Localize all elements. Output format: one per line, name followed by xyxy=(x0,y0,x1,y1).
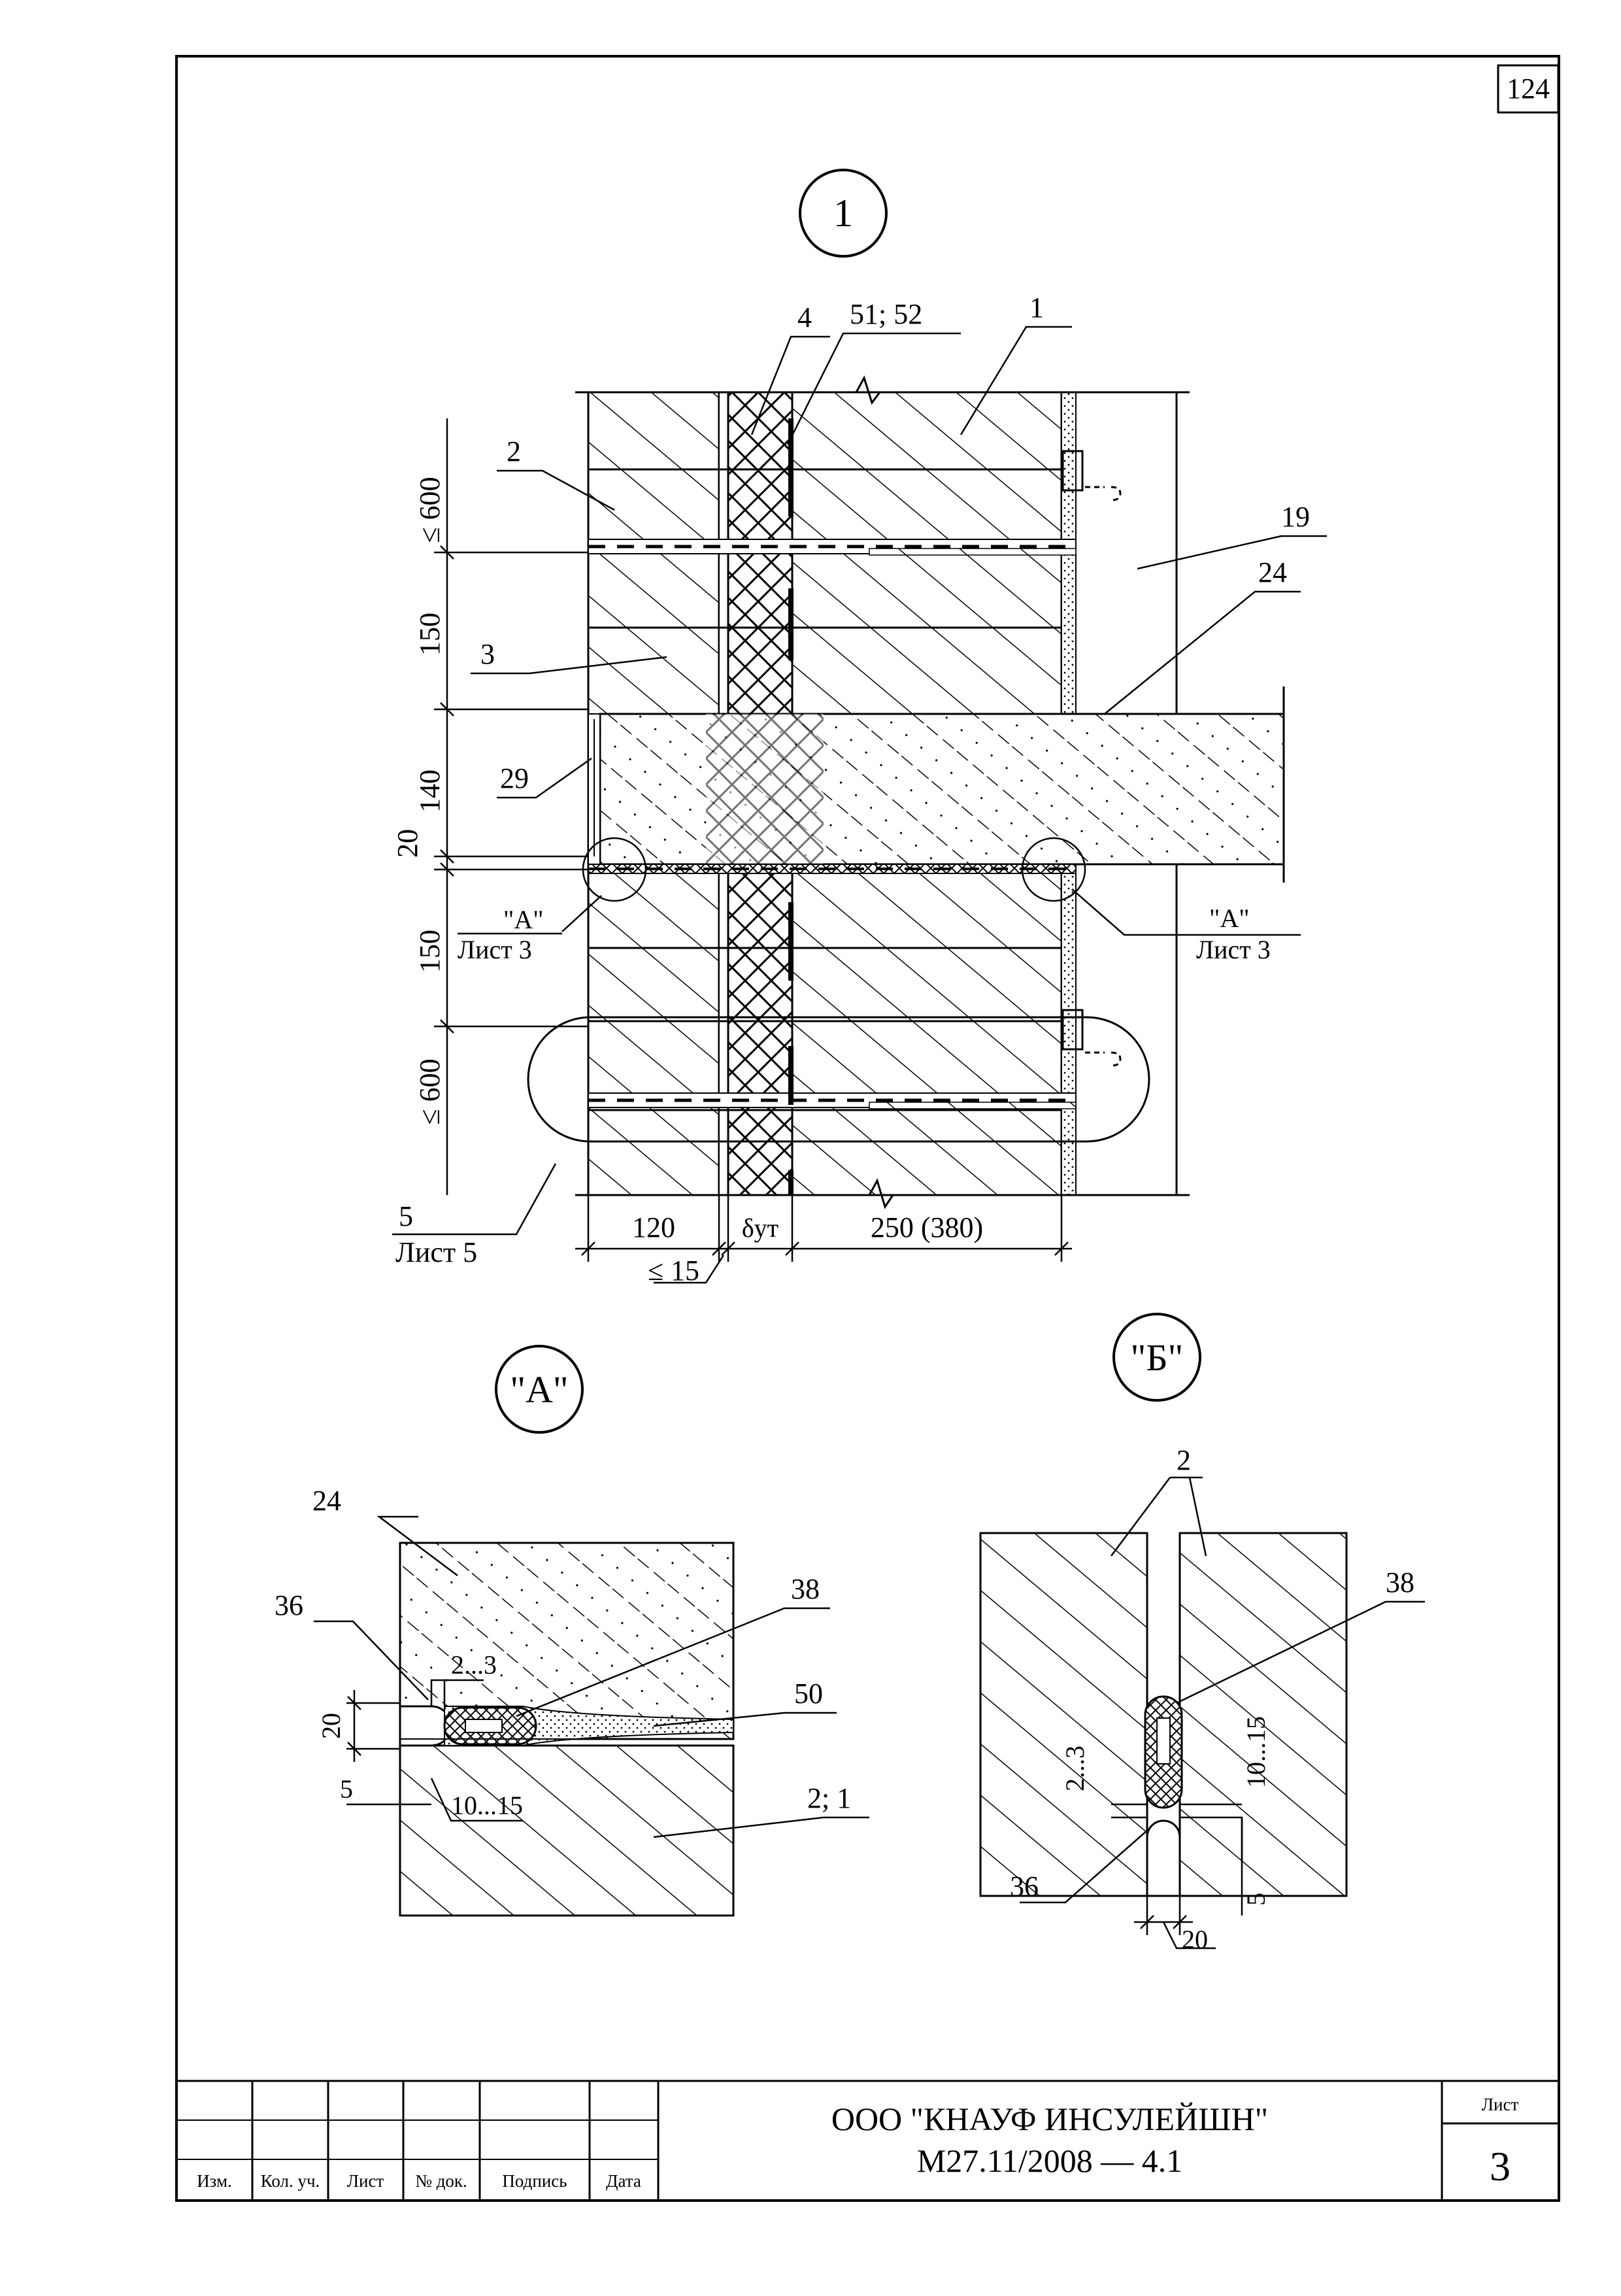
detail-a-dim-2-3: 2...3 xyxy=(451,1650,497,1680)
page-number: 124 xyxy=(1507,73,1550,105)
leader-24: 24 xyxy=(1258,556,1287,588)
detail-b-leader-lines xyxy=(1020,1476,1425,1904)
detail-a-dims xyxy=(346,1679,523,1822)
detail-a-marker-circle xyxy=(495,1345,584,1434)
leader-2: 2 xyxy=(507,435,521,467)
leader-3: 3 xyxy=(480,638,495,670)
tb-col-date: Дата xyxy=(606,2171,641,2191)
title-block xyxy=(175,2080,1560,2202)
detail-a-leader-2-1: 2; 1 xyxy=(807,1782,851,1814)
leader-5: 5 xyxy=(399,1200,413,1232)
main-leader-lines xyxy=(392,326,1327,1236)
tb-document-code: М27.11/2008 — 4.1 xyxy=(917,2142,1183,2179)
detail-b-drawing xyxy=(979,1532,1348,1897)
detail-b-leader-2: 2 xyxy=(1177,1444,1191,1476)
dim-150-top: 150 xyxy=(414,613,446,656)
leader-29: 29 xyxy=(500,762,529,794)
page-number-box xyxy=(1497,64,1560,114)
leader-5-sheet: Лист 5 xyxy=(395,1236,477,1268)
detail-b-callout xyxy=(527,1016,1150,1143)
detail-a-dim-10-15: 10...15 xyxy=(451,1791,523,1820)
dim-120: 120 xyxy=(632,1211,675,1243)
detail-b-marker: "Б" xyxy=(1131,1336,1184,1379)
dim-20: 20 xyxy=(392,829,424,858)
detail-a-leader-36: 36 xyxy=(275,1589,303,1621)
leader-1: 1 xyxy=(1029,292,1044,324)
detail-b-dim-10-15: 10...15 xyxy=(1241,1716,1271,1788)
reinforced-mortar-beds xyxy=(588,539,1077,1109)
leader-19: 19 xyxy=(1281,501,1310,533)
detail-a-callout-right xyxy=(1021,837,1086,902)
tb-col-kol-uch: Кол. уч. xyxy=(261,2171,320,2191)
tb-col-izm: Изм. xyxy=(197,2171,232,2191)
leader-51-52: 51; 52 xyxy=(850,298,922,330)
dim-15: ≤ 15 xyxy=(648,1255,699,1287)
section-1-marker: 1 xyxy=(833,192,853,235)
detail-b-dim-2-3: 2...3 xyxy=(1060,1746,1090,1791)
horizontal-dimension-chain xyxy=(575,1195,1072,1284)
detail-a-dim-20: 20 xyxy=(316,1713,346,1739)
break-mark-top xyxy=(575,375,1190,405)
tb-col-signature: Подпись xyxy=(502,2171,567,2191)
leader-4: 4 xyxy=(797,301,812,333)
vertical-dimension-chain xyxy=(434,418,588,1195)
detail-a-drawing xyxy=(399,1542,735,1917)
ref-a-right-sheet: Лист 3 xyxy=(1196,935,1271,964)
tb-col-doc: № док. xyxy=(415,2171,467,2191)
detail-a-leader-50: 50 xyxy=(794,1678,823,1710)
detail-b-leader-38: 38 xyxy=(1386,1566,1414,1598)
break-mark-bottom xyxy=(575,1178,1190,1209)
ref-a-left-sheet: Лист 3 xyxy=(458,935,532,964)
dim-600-top: ≤ 600 xyxy=(414,477,446,543)
tb-company: ООО "КНАУФ ИНСУЛЕЙШН" xyxy=(831,2101,1268,2137)
detail-a-leader-24: 24 xyxy=(312,1485,341,1517)
tb-sheet-number: 3 xyxy=(1490,2143,1511,2189)
detail-b-marker-circle xyxy=(1112,1313,1201,1402)
detail-a-dim-5: 5 xyxy=(340,1774,353,1804)
detail-a-leader-lines xyxy=(314,1515,869,1838)
dim-250-380: 250 (380) xyxy=(871,1211,983,1243)
dim-600-bottom: ≤ 600 xyxy=(414,1058,446,1124)
brick-courses xyxy=(588,468,1061,1111)
detail-a-marker: "А" xyxy=(510,1368,568,1411)
floor-slab xyxy=(599,713,1285,866)
detail-b-dim-20: 20 xyxy=(1182,1925,1208,1954)
main-section-drawing xyxy=(527,375,1285,1209)
detail-b-dim-5: 5 xyxy=(1241,1893,1271,1906)
detail-a-leader-38: 38 xyxy=(791,1573,820,1605)
dim-140: 140 xyxy=(414,769,446,813)
detail-b-dims xyxy=(1111,1803,1243,1950)
tb-sheet-label: Лист xyxy=(1482,2095,1519,2114)
anchor-brackets xyxy=(1061,450,1122,1067)
slab-insulation-band xyxy=(706,714,824,864)
ref-a-right: "А" xyxy=(1209,903,1250,933)
ref-a-left: "А" xyxy=(503,905,544,934)
tb-col-list: Лист xyxy=(347,2171,384,2191)
dim-150-bottom: 150 xyxy=(414,930,446,973)
section-1-marker-circle xyxy=(799,169,888,258)
detail-b-leader-36: 36 xyxy=(1010,1870,1039,1902)
dim-insulation: δут xyxy=(742,1213,778,1243)
